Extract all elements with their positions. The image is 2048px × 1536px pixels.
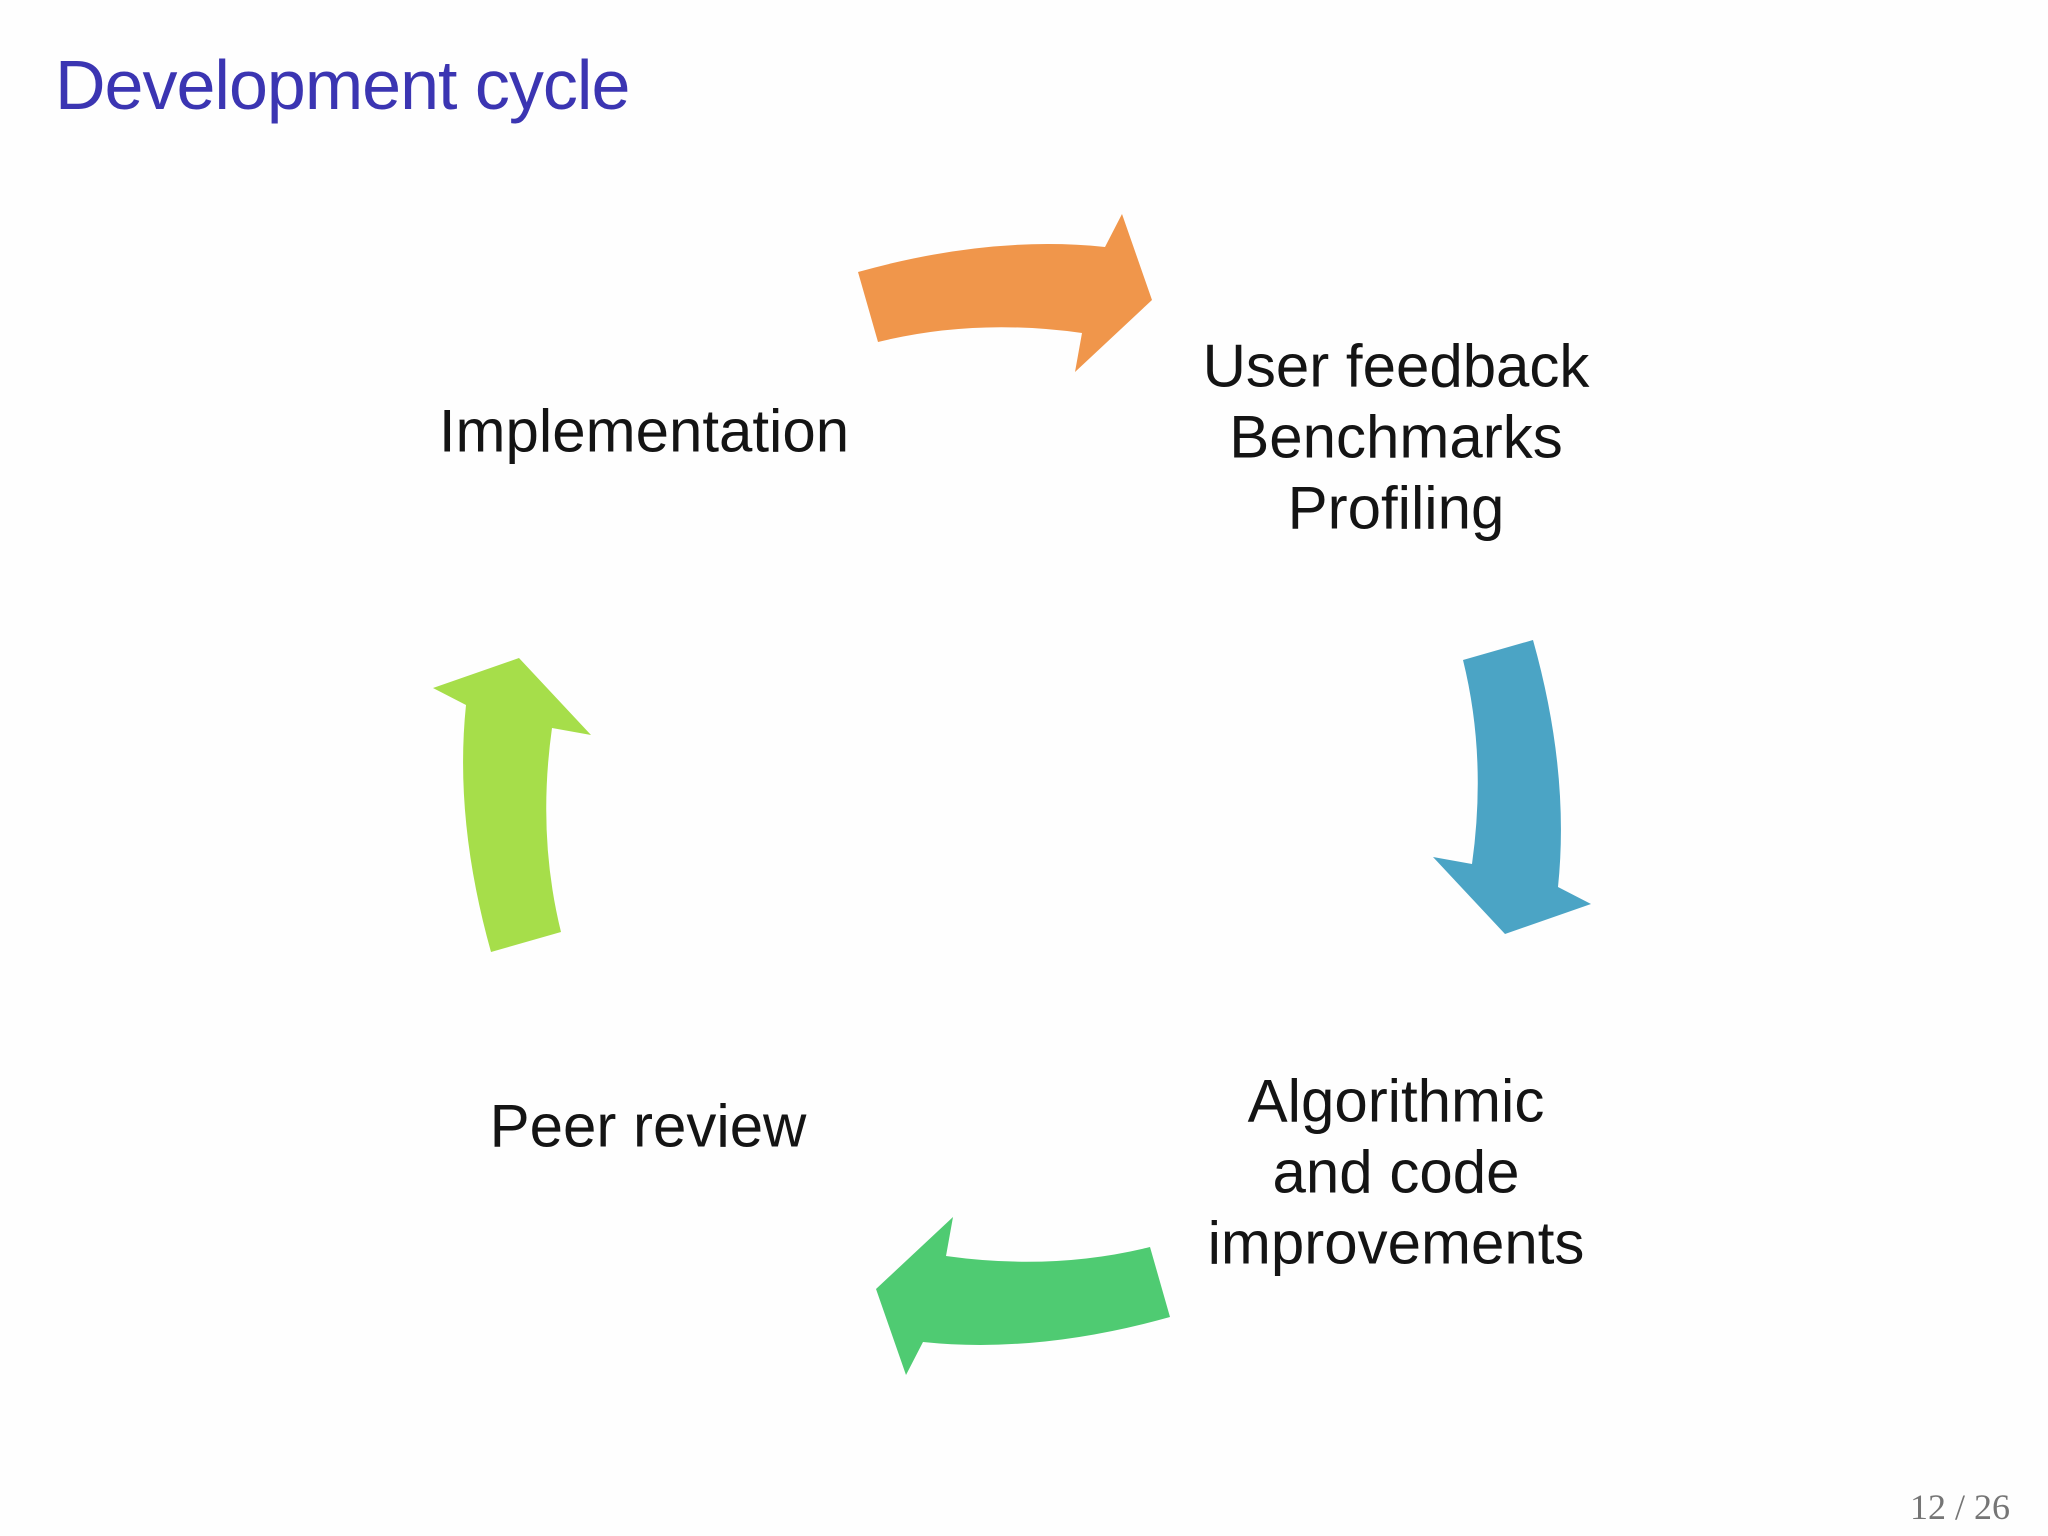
curved-arrow-top-icon (858, 214, 1152, 372)
node-peer-review: Peer review (490, 1091, 807, 1162)
node-algorithmic-improvements-label-line-2: and code (1272, 1138, 1520, 1206)
curved-arrow-bottom-icon (876, 1217, 1170, 1375)
node-algorithmic-improvements: Algorithmic and code improvements (1208, 1066, 1585, 1279)
node-implementation: Implementation (439, 396, 849, 467)
slide-title: Development cycle (55, 46, 630, 124)
curved-arrow-left-icon (433, 658, 591, 952)
node-user-feedback-label-line-3: Profiling (1287, 474, 1505, 542)
node-implementation-label: Implementation (438, 397, 850, 465)
page-number: 12 / 26 (1909, 1487, 2010, 1527)
node-user-feedback-label-line-2: Benchmarks (1229, 403, 1563, 471)
node-algorithmic-improvements-label-line-1: Algorithmic (1247, 1067, 1545, 1135)
node-algorithmic-improvements-label-line-3: improvements (1207, 1209, 1585, 1277)
curved-arrow-right-icon (1433, 640, 1591, 934)
node-user-feedback: User feedback Benchmarks Profiling (1203, 331, 1590, 544)
node-user-feedback-label-line-1: User feedback (1202, 332, 1590, 400)
node-peer-review-label: Peer review (489, 1092, 807, 1160)
